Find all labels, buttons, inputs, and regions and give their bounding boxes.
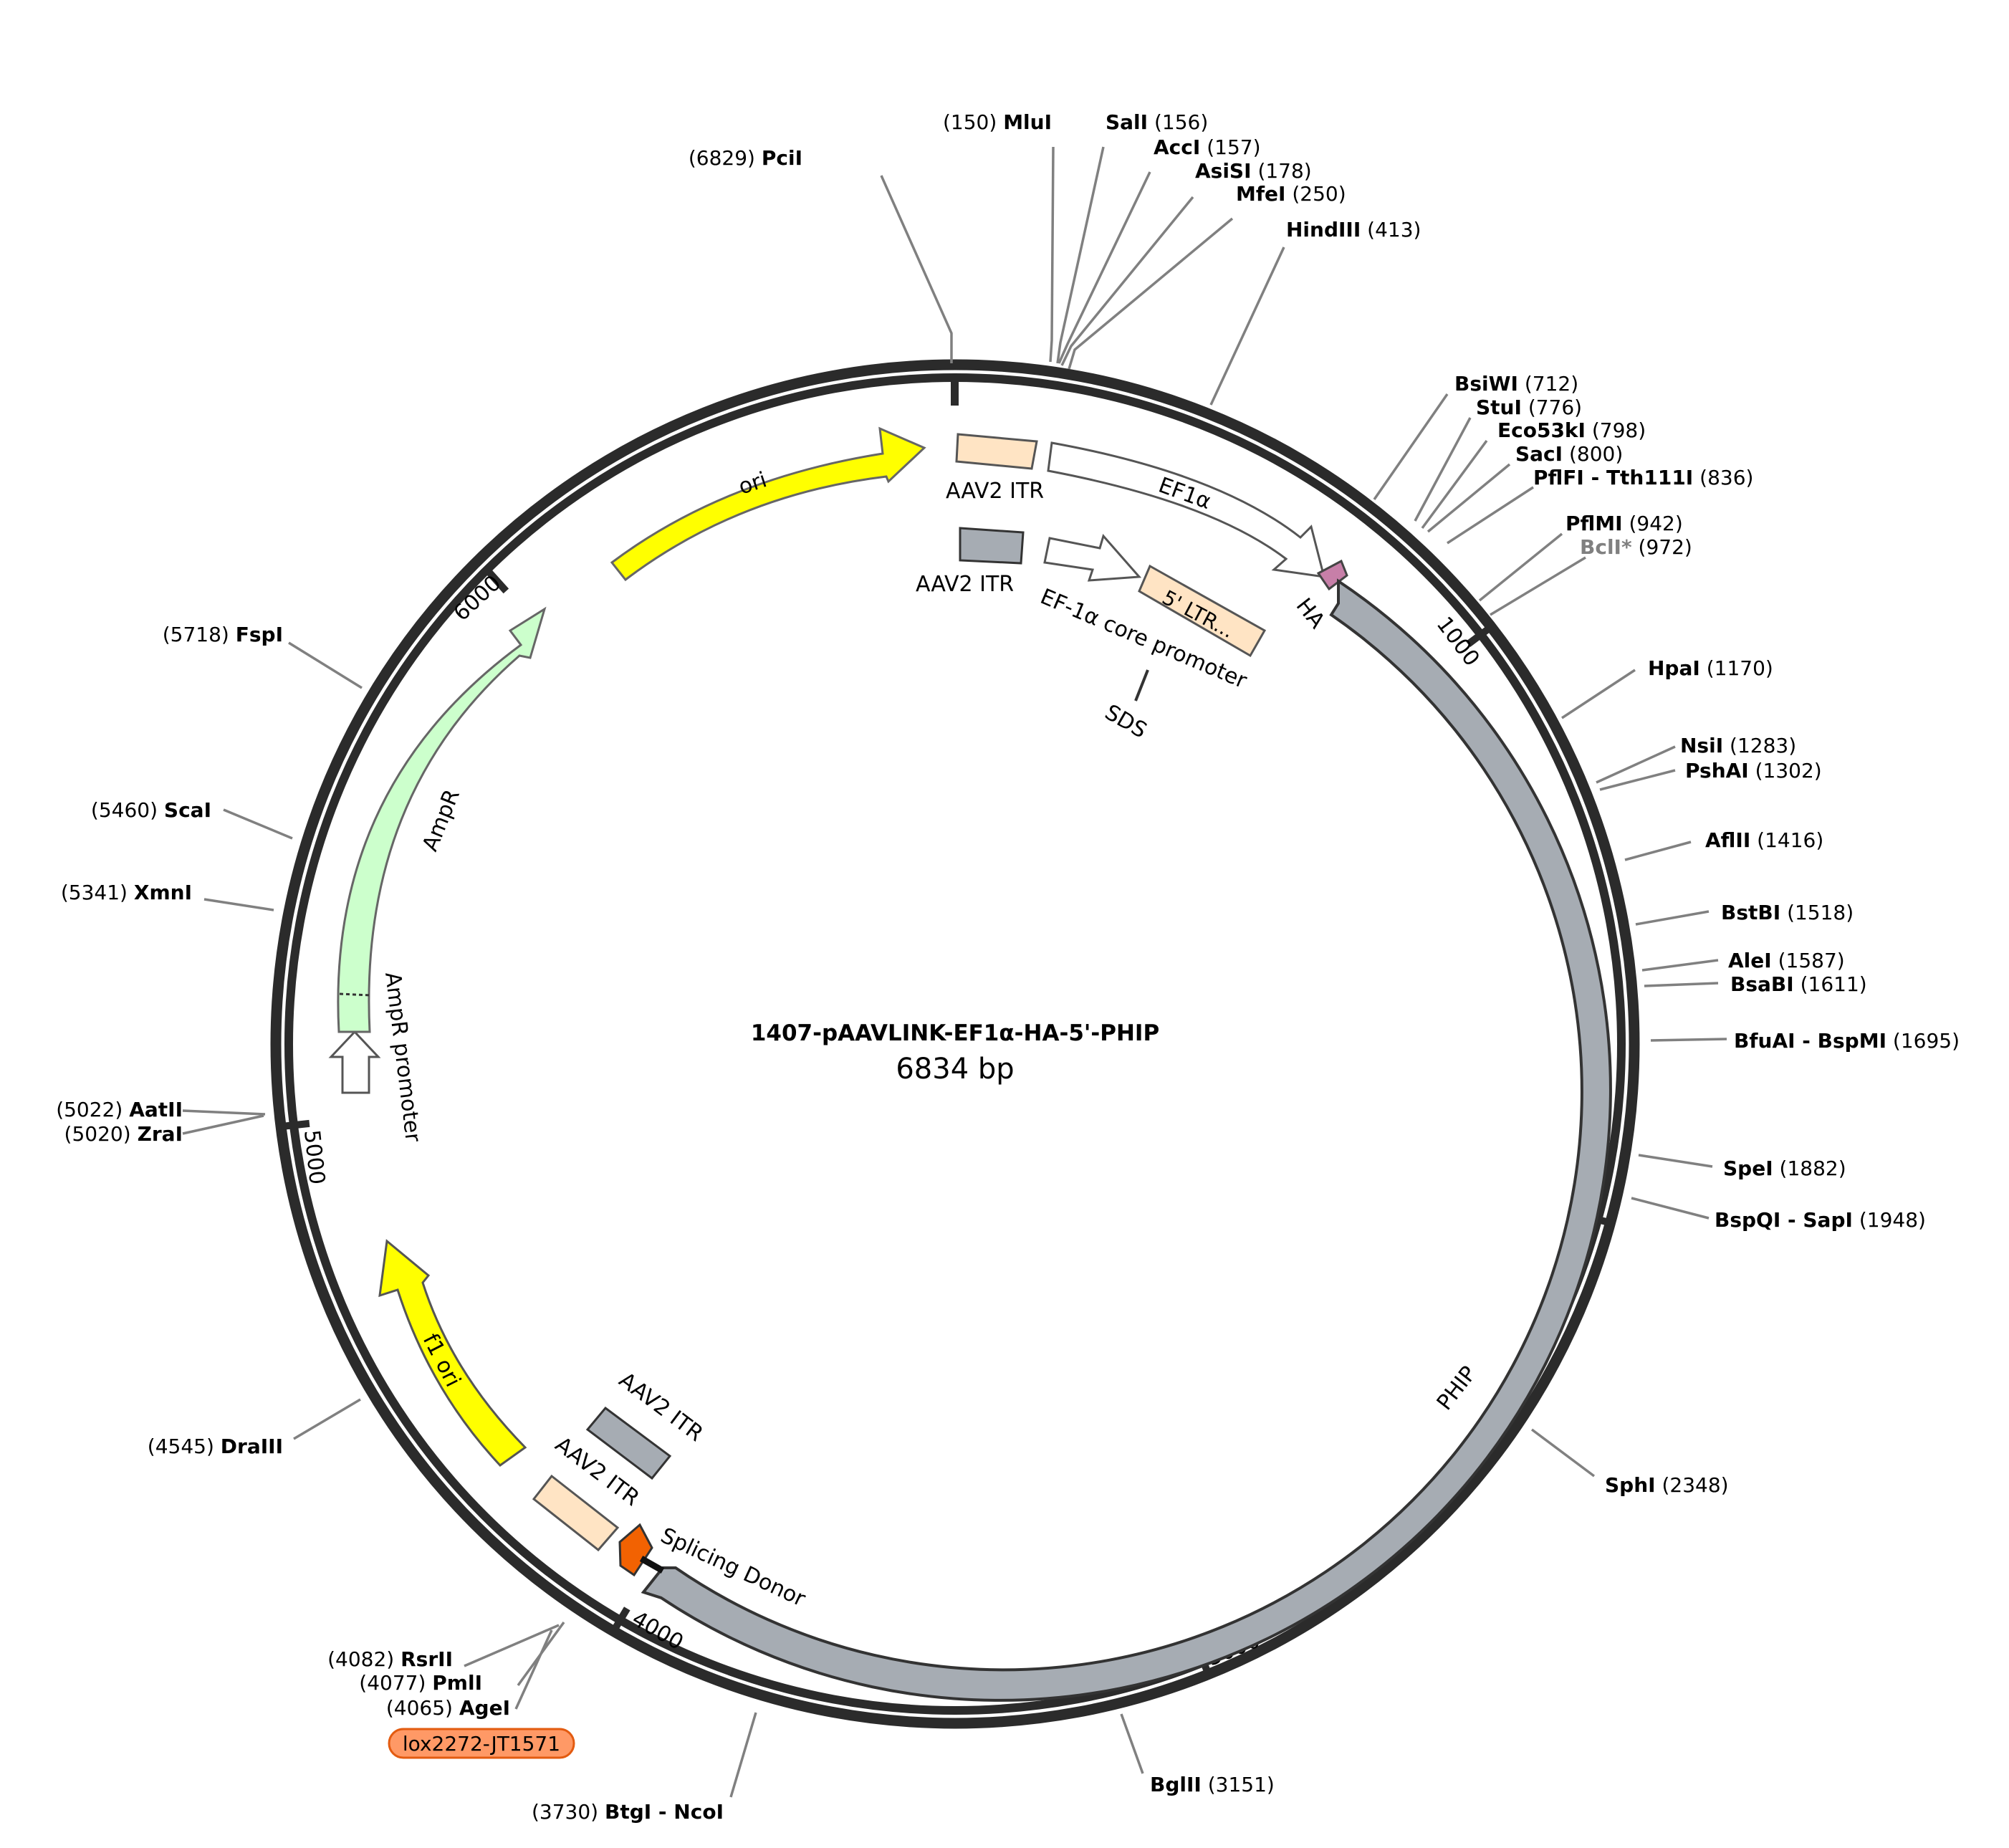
primer-badge-label: lox2272-JT1571 [403, 1732, 560, 1756]
site-pmli[interactable]: (4077) PmlI [359, 1671, 482, 1695]
site-stui[interactable]: StuI (776) [1476, 396, 1582, 419]
ha-label: HA [1291, 593, 1330, 633]
site-xmni[interactable]: (5341) XmnI [61, 881, 192, 904]
ori-arrow[interactable] [610, 426, 926, 582]
site-saci[interactable]: SacI (800) [1515, 442, 1623, 466]
plasmid-length: 6834 bp [896, 1053, 1014, 1086]
site-eco53ki[interactable]: Eco53kI (798) [1497, 418, 1646, 442]
site-aflii[interactable]: AflII (1416) [1705, 828, 1823, 852]
site-acci[interactable]: AccI (157) [1154, 135, 1261, 159]
site-zrai[interactable]: (5020) ZraI [64, 1122, 183, 1146]
site-btgi-ncoi[interactable]: (3730) BtgI - NcoI [532, 1800, 724, 1824]
ampr-promoter-label: AmpR promoter [380, 971, 426, 1144]
site-labels: (6829) PciI (150) MluI SalI (156) AccI (… [56, 110, 1960, 1824]
site-pflfi-tth111i[interactable]: PflFI - Tth111I (836) [1533, 466, 1753, 489]
site-sali[interactable]: SalI (156) [1106, 110, 1208, 134]
site-spei[interactable]: SpeI (1882) [1723, 1157, 1846, 1180]
aav2-itr-top-outer-label: AAV2 ITR [946, 479, 1044, 504]
splicing-donor-stem [639, 1556, 665, 1574]
tick-0 [951, 374, 959, 406]
site-asisi[interactable]: AsiSI (178) [1195, 159, 1312, 183]
ampr-arrow[interactable] [337, 606, 547, 1033]
site-aatii[interactable]: (5022) AatII [56, 1098, 183, 1121]
site-pcii[interactable]: (6829) PciI [689, 146, 802, 170]
site-mfei[interactable]: MfeI (250) [1236, 182, 1346, 206]
tick-6000 [484, 567, 509, 594]
site-bglii[interactable]: BglII (3151) [1150, 1773, 1275, 1796]
aav2-itr-top-inner-box[interactable] [959, 527, 1025, 565]
backbone-outer-ring [270, 359, 1640, 1729]
ampr-label: AmpR [418, 786, 465, 855]
sds-label: SDS [1101, 700, 1151, 744]
site-bsabi[interactable]: BsaBI (1611) [1730, 972, 1867, 996]
splicing-donor-arrow[interactable] [618, 1523, 653, 1577]
f1-ori-arrow[interactable] [378, 1239, 527, 1467]
sds-mark [1134, 669, 1149, 702]
primer-badge[interactable]: lox2272-JT1571 [388, 1728, 575, 1759]
site-sphi[interactable]: SphI (2348) [1605, 1473, 1729, 1497]
site-hindiii[interactable]: HindIII (413) [1286, 218, 1421, 241]
ef1a-core-promoter-arrow[interactable] [1043, 533, 1142, 582]
phip-arrow[interactable] [641, 578, 1612, 1702]
tick-4000 [609, 1607, 630, 1635]
site-nsii[interactable]: NsiI (1283) [1680, 734, 1796, 757]
site-bstbi[interactable]: BstBI (1518) [1721, 901, 1854, 924]
site-alei[interactable]: AleI (1587) [1728, 949, 1845, 972]
site-pshai[interactable]: PshAI (1302) [1685, 759, 1822, 782]
site-fspi[interactable]: (5718) FspI [163, 623, 283, 646]
site-bcli[interactable]: BclI* (972) [1580, 535, 1692, 559]
aav2-itr-bottom-inner-box[interactable] [585, 1406, 672, 1480]
site-bfuai-bspmi[interactable]: BfuAI - BspMI (1695) [1734, 1029, 1960, 1053]
site-hpai[interactable]: HpaI (1170) [1648, 656, 1773, 680]
primer-badge-box[interactable] [388, 1728, 575, 1759]
aav2-itr-top-outer-box[interactable] [955, 433, 1038, 470]
5-ltr-box[interactable] [1138, 564, 1267, 658]
tick-5000 [280, 1119, 310, 1131]
site-leaders [182, 146, 1727, 1798]
site-scai[interactable]: (5460) ScaI [91, 798, 211, 822]
site-rsrii[interactable]: (4082) RsrII [327, 1647, 453, 1671]
plasmid-name: 1407-pAAVLINK-EF1α-HA-5'-PHIP [751, 1020, 1159, 1046]
aav2-itr-top-inner-label: AAV2 ITR [916, 572, 1014, 597]
site-bspqi-sapi[interactable]: BspQI - SapI (1948) [1715, 1208, 1926, 1232]
site-agei[interactable]: (4065) AgeI [386, 1696, 510, 1720]
ampr-promoter-boundary [339, 992, 371, 997]
site-pflmi[interactable]: PflMI (942) [1566, 512, 1683, 535]
tick-1000 [1466, 623, 1493, 648]
ha-arrow[interactable] [1316, 559, 1348, 591]
aav2-itr-bottom-outer-box[interactable] [532, 1474, 620, 1552]
site-mlui[interactable]: (150) MluI [943, 110, 1052, 134]
ampr-promoter-arrow[interactable] [328, 1030, 381, 1094]
site-bsiwi[interactable]: BsiWI (712) [1454, 372, 1578, 396]
site-draiii[interactable]: (4545) DraIII [148, 1435, 283, 1458]
tick-label-5000: 5000 [299, 1129, 330, 1186]
phip-label: PHIP [1432, 1361, 1482, 1415]
